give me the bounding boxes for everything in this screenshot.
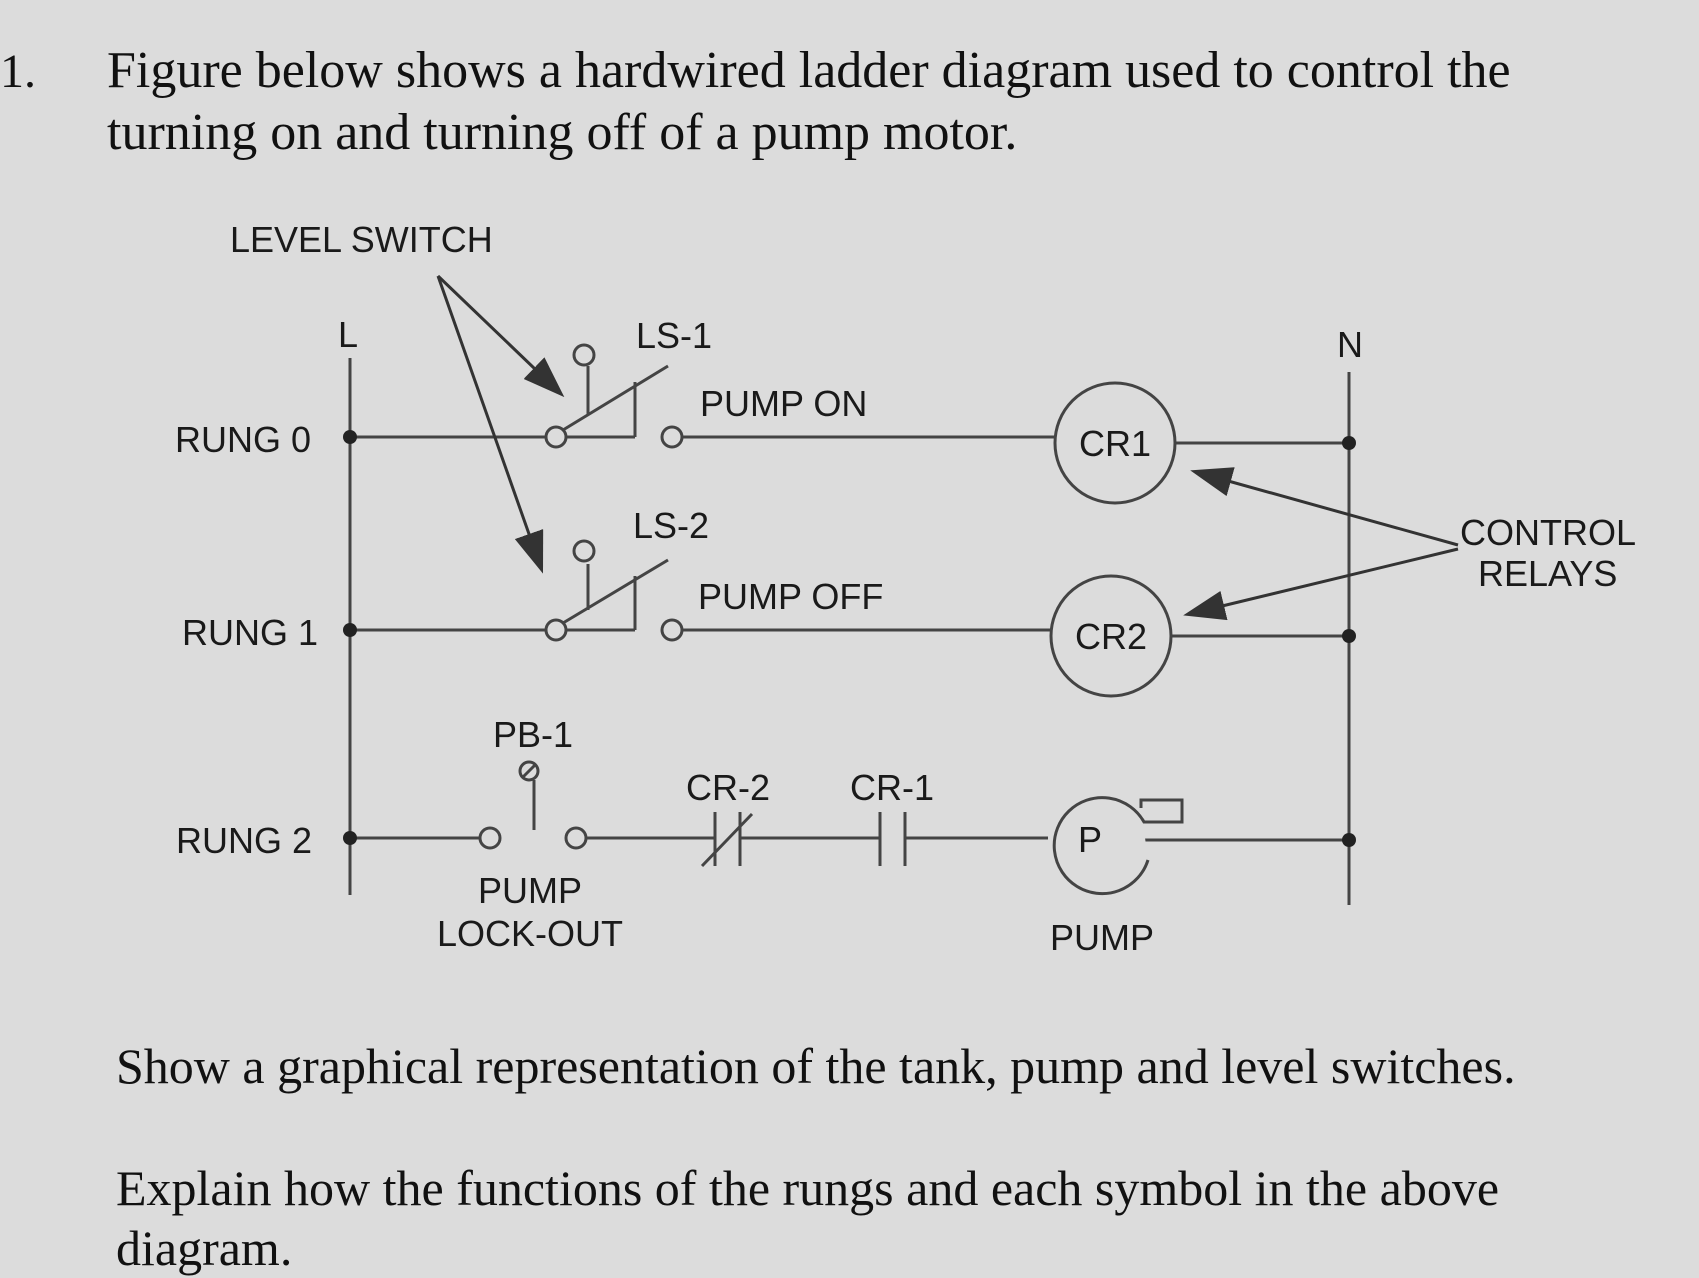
pump-label: PUMP [1050,917,1154,958]
cr1-contact-label: CR-1 [850,767,934,808]
question-number: 1. [0,45,36,98]
ls2-float-icon [572,539,596,563]
rung1-label: RUNG 1 [182,612,318,653]
ls1-terminal-right [660,425,684,449]
rail-l-label: L [338,314,358,355]
rung0-label: RUNG 0 [175,419,311,460]
control-relays-label-line1: CONTROL [1460,512,1636,553]
cr2-nc-contact-slash [700,812,754,868]
pump-off-label: PUMP OFF [698,576,883,617]
cr1-coil [1053,381,1177,505]
control-relays-label-line2: RELAYS [1478,553,1617,594]
ls1-label: LS-1 [636,315,712,356]
pump-lockout-label-line1: PUMP [478,870,582,911]
pump-symbol-label: P [1078,819,1102,860]
ls1-float-icon [572,343,596,367]
task-2: Explain how the functions of the rungs a… [116,1160,1500,1276]
level-switch-label: LEVEL SWITCH [230,219,493,260]
rail-n-label: N [1337,324,1363,365]
pb1-terminal-right [564,826,588,850]
pump-on-label: PUMP ON [700,383,867,424]
ls2-label: LS-2 [633,505,709,546]
task-1: Show a graphical representation of the t… [116,1038,1516,1094]
cr1-coil-label: CR1 [1079,423,1151,464]
cr2-coil-label: CR2 [1075,616,1147,657]
pb1-label: PB-1 [493,714,573,755]
cr2-contact-label: CR-2 [686,767,770,808]
pump-lockout-label-line2: LOCK-OUT [437,913,623,954]
question-text: Figure below shows a hardwired ladder di… [107,42,1511,161]
cr2-coil [1049,574,1173,698]
rung2-label: RUNG 2 [176,820,312,861]
pump-symbol [1052,796,1184,896]
pb1-terminal-left [478,826,502,850]
ls2-terminal-right [660,618,684,642]
